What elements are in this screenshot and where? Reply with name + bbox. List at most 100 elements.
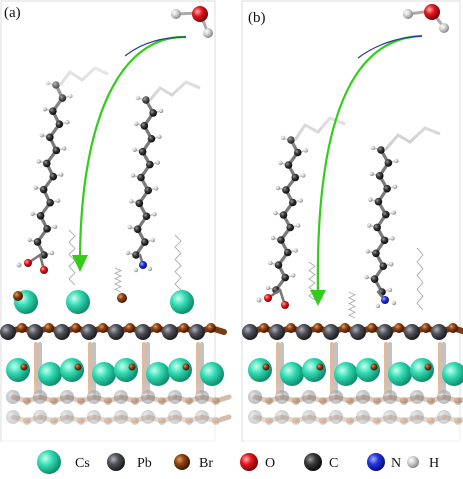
slab-top-pbbr-layer bbox=[0, 323, 227, 340]
cs-atom bbox=[334, 362, 358, 386]
h-atom bbox=[391, 210, 397, 215]
pb-atom bbox=[350, 324, 366, 340]
h-atom bbox=[134, 121, 139, 127]
c-atom bbox=[380, 236, 389, 245]
c-atom bbox=[49, 172, 58, 181]
arrowhead-a bbox=[72, 255, 88, 272]
c-atom bbox=[133, 225, 142, 233]
br-atom bbox=[44, 323, 54, 333]
h-atom bbox=[278, 160, 283, 166]
h-atom bbox=[129, 199, 134, 204]
c-atom bbox=[147, 134, 156, 143]
br-atom bbox=[394, 323, 404, 333]
panel-b: (b) bbox=[242, 10, 463, 462]
h-atom bbox=[36, 159, 41, 164]
c-atom bbox=[279, 211, 288, 219]
o-atom bbox=[281, 301, 289, 309]
cs-atom bbox=[146, 362, 170, 386]
n-atom-icon bbox=[367, 453, 385, 471]
slab-top-pbbr-layer bbox=[242, 323, 463, 340]
diffusion-arrow-a bbox=[78, 35, 187, 264]
c-atom bbox=[293, 148, 302, 157]
h-atom bbox=[16, 262, 22, 268]
c-atom bbox=[375, 172, 384, 180]
br-atom bbox=[98, 323, 108, 333]
c-atom bbox=[141, 238, 149, 246]
h-atom bbox=[39, 133, 45, 138]
legend-label: C bbox=[329, 456, 338, 471]
panel-a: (a) bbox=[0, 5, 232, 462]
cs-atom bbox=[388, 362, 412, 386]
c-atom bbox=[281, 273, 290, 282]
c-atom bbox=[291, 173, 300, 182]
c-atom bbox=[149, 109, 157, 117]
br-atom bbox=[182, 363, 190, 371]
pb-atom bbox=[108, 324, 124, 340]
c-atom bbox=[140, 122, 149, 130]
br-atom bbox=[17, 323, 27, 333]
legend-label: H bbox=[429, 456, 439, 471]
pb-atom bbox=[0, 324, 16, 340]
br-atom-icon bbox=[174, 454, 190, 470]
pb-atom bbox=[296, 324, 312, 340]
legend-item-cs: Cs bbox=[37, 450, 90, 474]
cs-atom bbox=[92, 362, 116, 386]
c-atom bbox=[379, 262, 388, 270]
c-atom bbox=[33, 238, 42, 246]
h-atom bbox=[33, 185, 38, 190]
legend-label: N bbox=[391, 456, 401, 471]
h-atom bbox=[49, 250, 55, 256]
c-atom bbox=[36, 211, 45, 220]
br-atom bbox=[340, 323, 350, 333]
br-atom bbox=[421, 323, 431, 333]
br-atom bbox=[367, 323, 377, 333]
n-atom bbox=[381, 296, 389, 304]
c-atom bbox=[383, 184, 391, 193]
h-atom bbox=[155, 160, 161, 165]
h-atom bbox=[59, 172, 64, 177]
pb-atom bbox=[377, 324, 393, 340]
h-atom bbox=[132, 147, 137, 152]
h-atom bbox=[389, 261, 394, 267]
c-atom bbox=[142, 212, 151, 221]
cs-atom bbox=[280, 362, 304, 386]
h-atom bbox=[130, 173, 136, 178]
diffusion-arrow-b-tail bbox=[357, 35, 423, 59]
c-atom bbox=[277, 236, 285, 244]
background-ligand bbox=[68, 229, 76, 286]
h-atom bbox=[296, 223, 301, 228]
h-atom bbox=[365, 249, 371, 254]
h-atom bbox=[293, 248, 298, 253]
cs-atom-icon bbox=[37, 450, 61, 474]
arrowhead-b bbox=[310, 290, 326, 306]
legend-item-o: O bbox=[240, 453, 275, 471]
br-atom bbox=[125, 323, 135, 333]
h-atom bbox=[391, 300, 397, 306]
br-atom bbox=[262, 363, 270, 371]
h-atom bbox=[369, 171, 374, 177]
h-atom bbox=[147, 266, 153, 272]
h-atom bbox=[270, 235, 276, 241]
legend-label: Cs bbox=[75, 456, 90, 471]
cs-atom bbox=[200, 362, 224, 386]
c-atom bbox=[42, 159, 51, 168]
cs-atom bbox=[6, 358, 30, 382]
diffusion-arrow-b bbox=[316, 34, 423, 298]
panel-label-b: (b) bbox=[248, 10, 266, 26]
pb-atom bbox=[242, 324, 258, 340]
h-atom-icon bbox=[407, 456, 419, 468]
h-atom bbox=[375, 303, 381, 309]
h-atom bbox=[256, 297, 262, 303]
cs-atom bbox=[38, 362, 62, 386]
c-atom bbox=[52, 146, 61, 155]
br-atom bbox=[20, 363, 28, 371]
h-atom bbox=[30, 211, 35, 216]
br-atom bbox=[71, 323, 81, 333]
br-atom bbox=[179, 323, 189, 333]
pb-atom bbox=[323, 324, 339, 340]
h-atom bbox=[153, 186, 159, 191]
c-atom bbox=[274, 261, 283, 269]
br-atom bbox=[448, 323, 458, 333]
water-molecule-b bbox=[403, 4, 449, 33]
br-atom bbox=[286, 323, 296, 333]
